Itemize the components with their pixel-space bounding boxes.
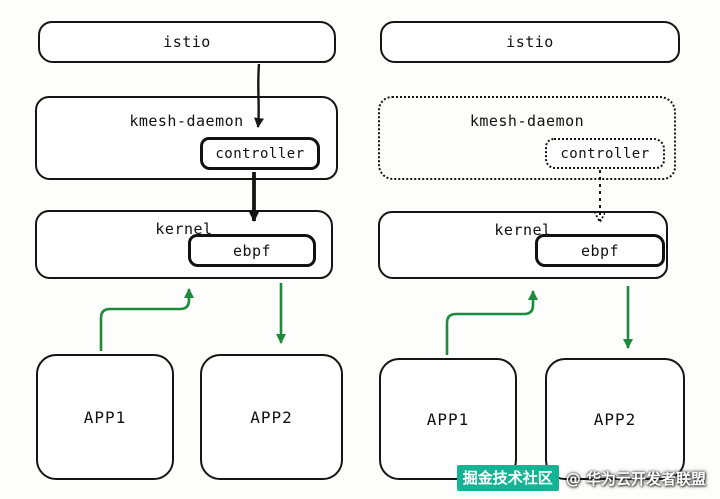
watermark: 掘金技术社区 @ 华为云开发者联盟 (456, 465, 706, 491)
app1-box-right: APP1 (379, 358, 517, 480)
ebpf-label-right: ebpf (580, 241, 620, 260)
watermark-text: @ 华为云开发者联盟 (565, 469, 706, 488)
arrow-app1-to-ebpf-left (99, 288, 194, 351)
kernel-box-left: kernel ebpf (35, 210, 333, 279)
istio-label-left: istio (163, 33, 211, 51)
kmesh-daemon-box-right: kmesh-daemon controller (378, 96, 676, 180)
istio-box-left: istio (38, 21, 336, 63)
controller-box-right: controller (545, 138, 665, 169)
controller-label-right: controller (560, 145, 650, 162)
kmesh-daemon-label-right: kmesh-daemon (469, 112, 585, 130)
ebpf-box-right: ebpf (535, 234, 665, 267)
app2-label-left: APP2 (250, 407, 293, 427)
app2-label-right: APP2 (593, 409, 637, 429)
kernel-label-right: kernel (494, 221, 552, 239)
arrow-app1-to-ebpf-right (445, 290, 538, 355)
kernel-box-right: kernel ebpf (378, 211, 668, 279)
app2-box-left: APP2 (200, 354, 343, 480)
app1-box-left: APP1 (36, 354, 174, 480)
ebpf-label-left: ebpf (232, 241, 272, 260)
controller-label-left: controller (215, 145, 305, 162)
istio-label-right: istio (506, 33, 554, 51)
watermark-badge: 掘金技术社区 (456, 465, 559, 491)
kernel-label-left: kernel (155, 220, 213, 238)
kmesh-daemon-box-left: kmesh-daemon controller (35, 96, 338, 180)
app1-label-right: APP1 (426, 409, 470, 429)
kmesh-daemon-label-left: kmesh-daemon (129, 112, 244, 130)
istio-box-right: istio (380, 21, 680, 63)
app2-box-right: APP2 (545, 358, 685, 480)
controller-box-left: controller (200, 137, 320, 170)
ebpf-box-left: ebpf (188, 234, 316, 267)
app1-label-left: APP1 (83, 407, 127, 427)
